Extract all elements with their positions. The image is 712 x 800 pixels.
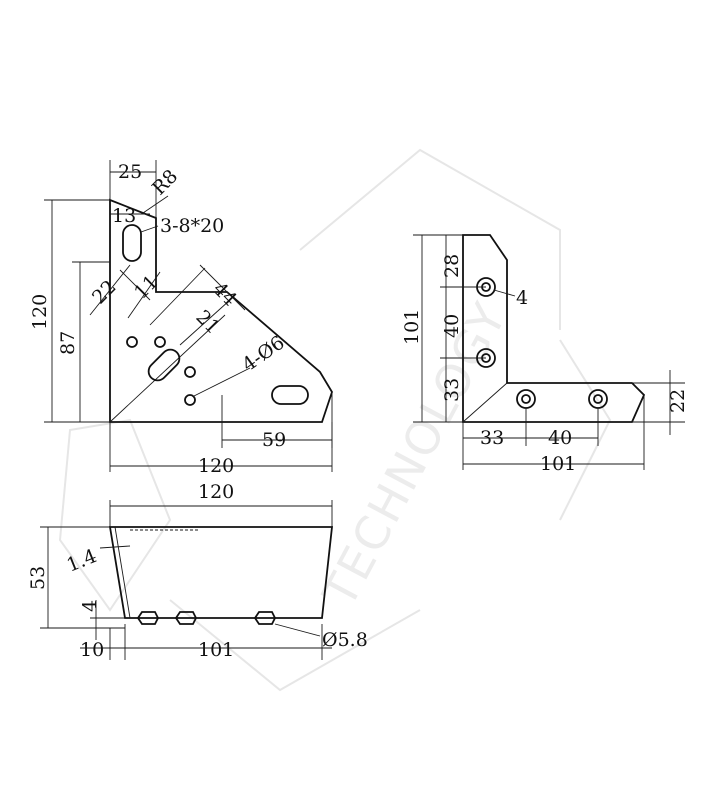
hole-label: 4 [516, 287, 528, 309]
dim-height-53: 53 [27, 566, 49, 590]
front-view: 120 1.4 53 4 10 101 Ø5.8 [27, 481, 368, 661]
dim-height-87: 87 [57, 331, 79, 355]
slot-vertical [122, 224, 142, 262]
hole [154, 336, 166, 348]
side-view: 101 28 40 33 4 22 33 40 101 [401, 234, 689, 475]
dim-radius: R8 [148, 165, 182, 199]
slot-callout: 3-8*20 [160, 215, 224, 237]
hole [184, 394, 196, 406]
dim-33-vertical: 33 [441, 378, 463, 402]
hole [253, 611, 277, 625]
dim-22-side: 22 [667, 389, 689, 413]
hole [184, 366, 196, 378]
dim-40-vertical: 40 [441, 314, 463, 338]
hole-callout-front: Ø5.8 [322, 629, 368, 651]
dim-33-horizontal: 33 [480, 427, 504, 449]
dim-slot-offset: 13 [112, 205, 136, 227]
dim-44: 44 [208, 278, 241, 311]
dim-width-120: 120 [198, 481, 234, 503]
dim-top-width: 25 [118, 161, 142, 183]
dim-40-horizontal: 40 [548, 427, 572, 449]
dim-height-total: 120 [29, 294, 51, 330]
dim-22: 22 [88, 276, 121, 309]
dim-width-101: 101 [540, 453, 576, 475]
dim-thickness: 1.4 [64, 545, 100, 577]
dim-21: 21 [191, 306, 224, 339]
hole [126, 336, 138, 348]
slot-diagonal [147, 348, 181, 382]
dim-height-101: 101 [401, 309, 423, 345]
dim-4: 4 [79, 600, 101, 612]
dim-10: 10 [80, 639, 104, 661]
dim-width-total: 120 [198, 455, 234, 477]
dim-59: 59 [262, 429, 286, 451]
dim-28: 28 [441, 254, 463, 278]
hole [136, 611, 160, 625]
dim-101: 101 [198, 639, 234, 661]
hole [174, 611, 198, 625]
hole [516, 389, 536, 409]
slot-horizontal [271, 385, 309, 405]
